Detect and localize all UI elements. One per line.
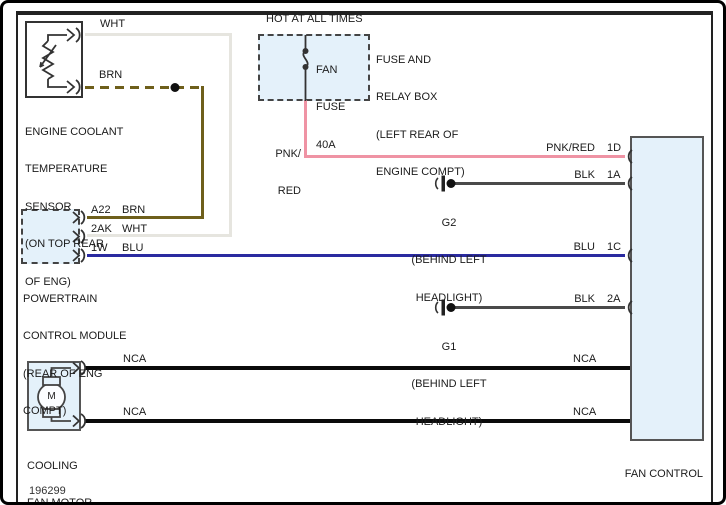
fcm-pin-1a: 1A [607,169,621,181]
wht-wire-to-pcm [87,234,232,237]
fcm-pin-2a: 2A [607,293,621,305]
coolant-sensor-label: ENGINE COOLANT TEMPERATURE SENSOR (ON TO… [25,126,124,288]
diagram-frame [16,11,713,502]
fcm-wire-blk-1a: BLK [574,169,595,181]
pnk-red-wire-horizontal [304,155,625,158]
pcm-wire-blu: BLU [122,242,144,254]
brn-wire-dashed [85,86,205,89]
fcm-wire-pnkred: PNK/RED [546,142,595,154]
blk-wire-g1 [455,306,625,309]
nca-label-right-bottom: NCA [573,406,597,418]
fcm-pin-1d: 1D [607,142,622,154]
fuse-relay-box-label: FUSE AND RELAY BOX (LEFT REAR OF ENGINE … [376,54,465,179]
fan-control-module-label: FAN CONTROL MODULE (LEFT FRONT OF ENG CO… [624,468,703,480]
ground-g1-label: G1 (BEHIND LEFT HEADLIGHT) [411,341,487,428]
coolant-sensor-box [25,21,83,98]
nca-label-left-bottom: NCA [123,406,147,418]
hot-at-all-times-label: HOT AT ALL TIMES [266,13,363,25]
fcm-wire-blu-1c: BLU [573,241,595,253]
nca-wire-top [85,366,630,370]
pcm-label: POWERTRAIN CONTROL MODULE (REAR OF ENG C… [23,293,127,418]
blu-wire [87,254,625,257]
nca-label-right-top: NCA [573,353,597,365]
figure-number: 196299 [29,485,66,497]
pcm-pin-1w: 1W [91,242,108,254]
fan-control-module-box [630,136,704,441]
pnk-red-wire-vertical [304,100,307,157]
pcm-pin-a22: A22 [91,204,111,216]
cooling-fan-motor-label: COOLING FAN MOTOR [27,460,93,505]
brn-wire-vertical [201,86,204,219]
fan-fuse-label: FAN FUSE 40A [316,64,346,151]
pnk-red-wire-label: PNK/ RED [275,148,301,198]
wht-wire-vertical [229,33,232,237]
brn-wire-to-pcm [87,216,204,219]
fcm-pin-1c: 1C [607,241,622,253]
pcm-wire-wht: WHT [122,223,148,235]
wht-wire-label: WHT [100,18,126,30]
nca-wire-bottom [85,419,630,423]
motor-symbol-letter: M [47,391,56,402]
wht-wire-top [85,33,232,36]
blk-wire-g2 [455,182,625,185]
fuse-relay-box [258,34,370,101]
fcm-wire-blk-2a: BLK [574,293,595,305]
nca-label-left-top: NCA [123,353,147,365]
ground-g2-label: G2 (BEHIND LEFT HEADLIGHT) [411,217,487,304]
pcm-wire-brn: BRN [122,204,146,216]
pcm-pin-2ak: 2AK [91,223,112,235]
brn-wire-label: BRN [99,69,123,81]
